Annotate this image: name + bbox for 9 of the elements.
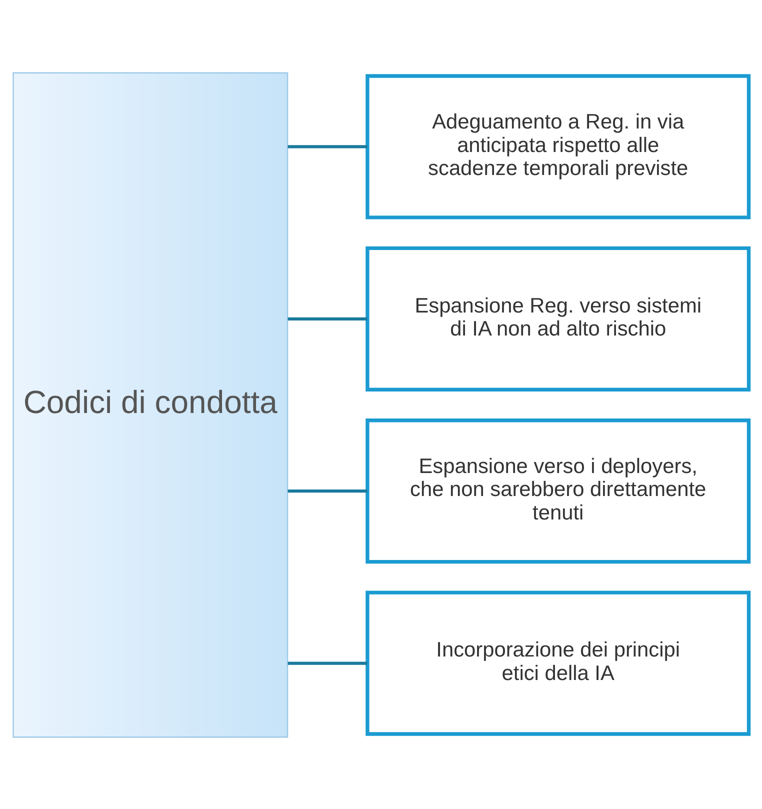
node-box: Adeguamento a Reg. in via anticipata rispetto alle scadenze temporali previste — [366, 74, 751, 219]
node-box: Espansione verso i deployers, che non sarebbero direttamente tenuti — [366, 418, 751, 564]
connector — [288, 144, 368, 148]
node-box: Codici di condotta — [12, 72, 288, 738]
node-box: Incorporazione dei principi etici della IA — [366, 590, 751, 736]
connector — [288, 661, 368, 664]
node-box: Espansione Reg. verso sistemi di IA non ad alto rischio — [366, 246, 751, 391]
connector — [288, 316, 368, 320]
connector — [288, 489, 368, 492]
